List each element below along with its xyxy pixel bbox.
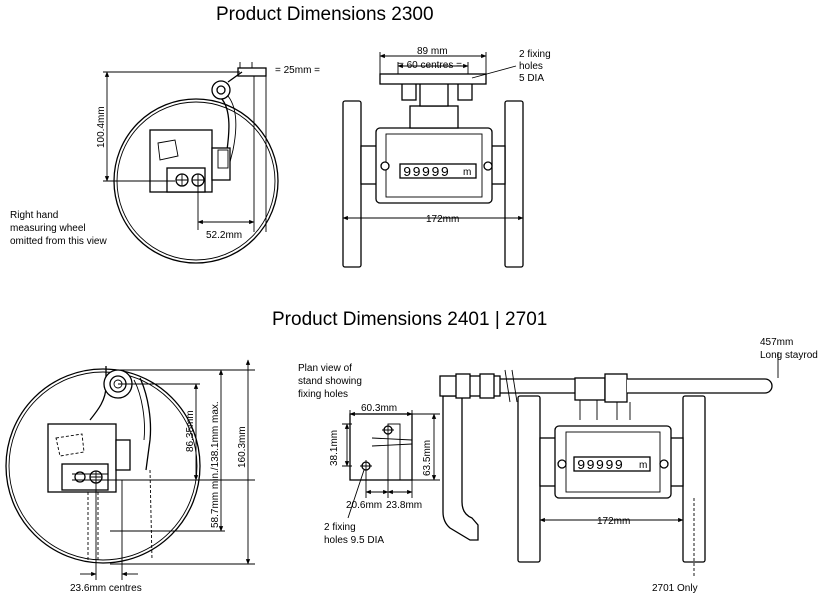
front-view-2401 — [439, 352, 779, 576]
fixing-note-1: 2 fixing — [519, 49, 551, 60]
dim-60-centres: = 60 centres = — [398, 60, 462, 71]
fixing-note-3: 5 DIA — [519, 73, 544, 84]
stand-plate — [349, 413, 413, 481]
mounting-plate — [379, 73, 487, 85]
dim-172-2300: 172mm — [426, 214, 459, 225]
note-line-3: omitted from this view — [10, 236, 107, 247]
section-title-2401-2701: Product Dimensions 2401 | 2701 — [272, 309, 548, 330]
side-view-2300 — [103, 62, 279, 264]
front-view-2300 — [342, 52, 524, 268]
left-wheel-2401 — [517, 395, 541, 563]
dim-38-1: 38.1mm — [329, 430, 340, 466]
arm-pivot — [211, 80, 231, 100]
counter-unit-2401: m — [639, 460, 647, 471]
dim-25: = 25mm = — [275, 65, 320, 76]
plan-note-3: fixing holes — [298, 389, 348, 400]
fixing-note-2: holes — [519, 61, 543, 72]
dim-63-5: 63.5mm — [422, 440, 433, 476]
dim-160-3: 160.3mm — [237, 426, 248, 468]
counter-window — [399, 163, 477, 179]
fixing-holes-note-2: holes 9.5 DIA — [324, 535, 384, 546]
plan-view-stand — [342, 410, 440, 519]
left-wheel — [342, 100, 362, 268]
stayrod — [627, 378, 773, 394]
dim-86-35: 86.35mm — [185, 410, 196, 452]
dim-100-4: 100.4mm — [96, 106, 107, 148]
dim-60-3: 60.3mm — [361, 403, 397, 414]
l-stand — [442, 395, 479, 541]
dim-58-7: 58.7mm min./138.1mm max. — [210, 401, 221, 528]
dim-23-8: 23.8mm — [386, 500, 422, 511]
side-view-2401 — [5, 359, 255, 580]
wheel-outer-2401 — [5, 368, 201, 564]
stayrod-note-1: 457mm — [760, 337, 793, 348]
section-title-2300: Product Dimensions 2300 — [216, 4, 434, 25]
counter-digits-2401: 99999 — [577, 458, 624, 474]
stayrod-note-2: Long stayrod — [760, 350, 818, 361]
note-2701-only: 2701 Only — [652, 583, 698, 594]
dim-172-2401: 172mm — [597, 516, 630, 527]
top-bracket — [237, 67, 267, 77]
right-wheel-2401 — [682, 395, 706, 563]
note-line-2: measuring wheel — [10, 223, 86, 234]
dim-20-6: 20.6mm — [346, 500, 382, 511]
plan-note-2: stand showing — [298, 376, 362, 387]
counter-unit-2300: m — [463, 167, 471, 178]
dim-89: 89 mm — [417, 46, 448, 57]
plan-note-1: Plan view of — [298, 363, 352, 374]
note-line-1: Right hand — [10, 210, 58, 221]
dim-23-6-centres: 23.6mm centres — [70, 583, 142, 594]
right-wheel — [504, 100, 524, 268]
counter-digits-2300: 99999 — [403, 165, 450, 181]
dim-52-2: 52.2mm — [206, 230, 242, 241]
fixing-holes-note-1: 2 fixing — [324, 522, 356, 533]
